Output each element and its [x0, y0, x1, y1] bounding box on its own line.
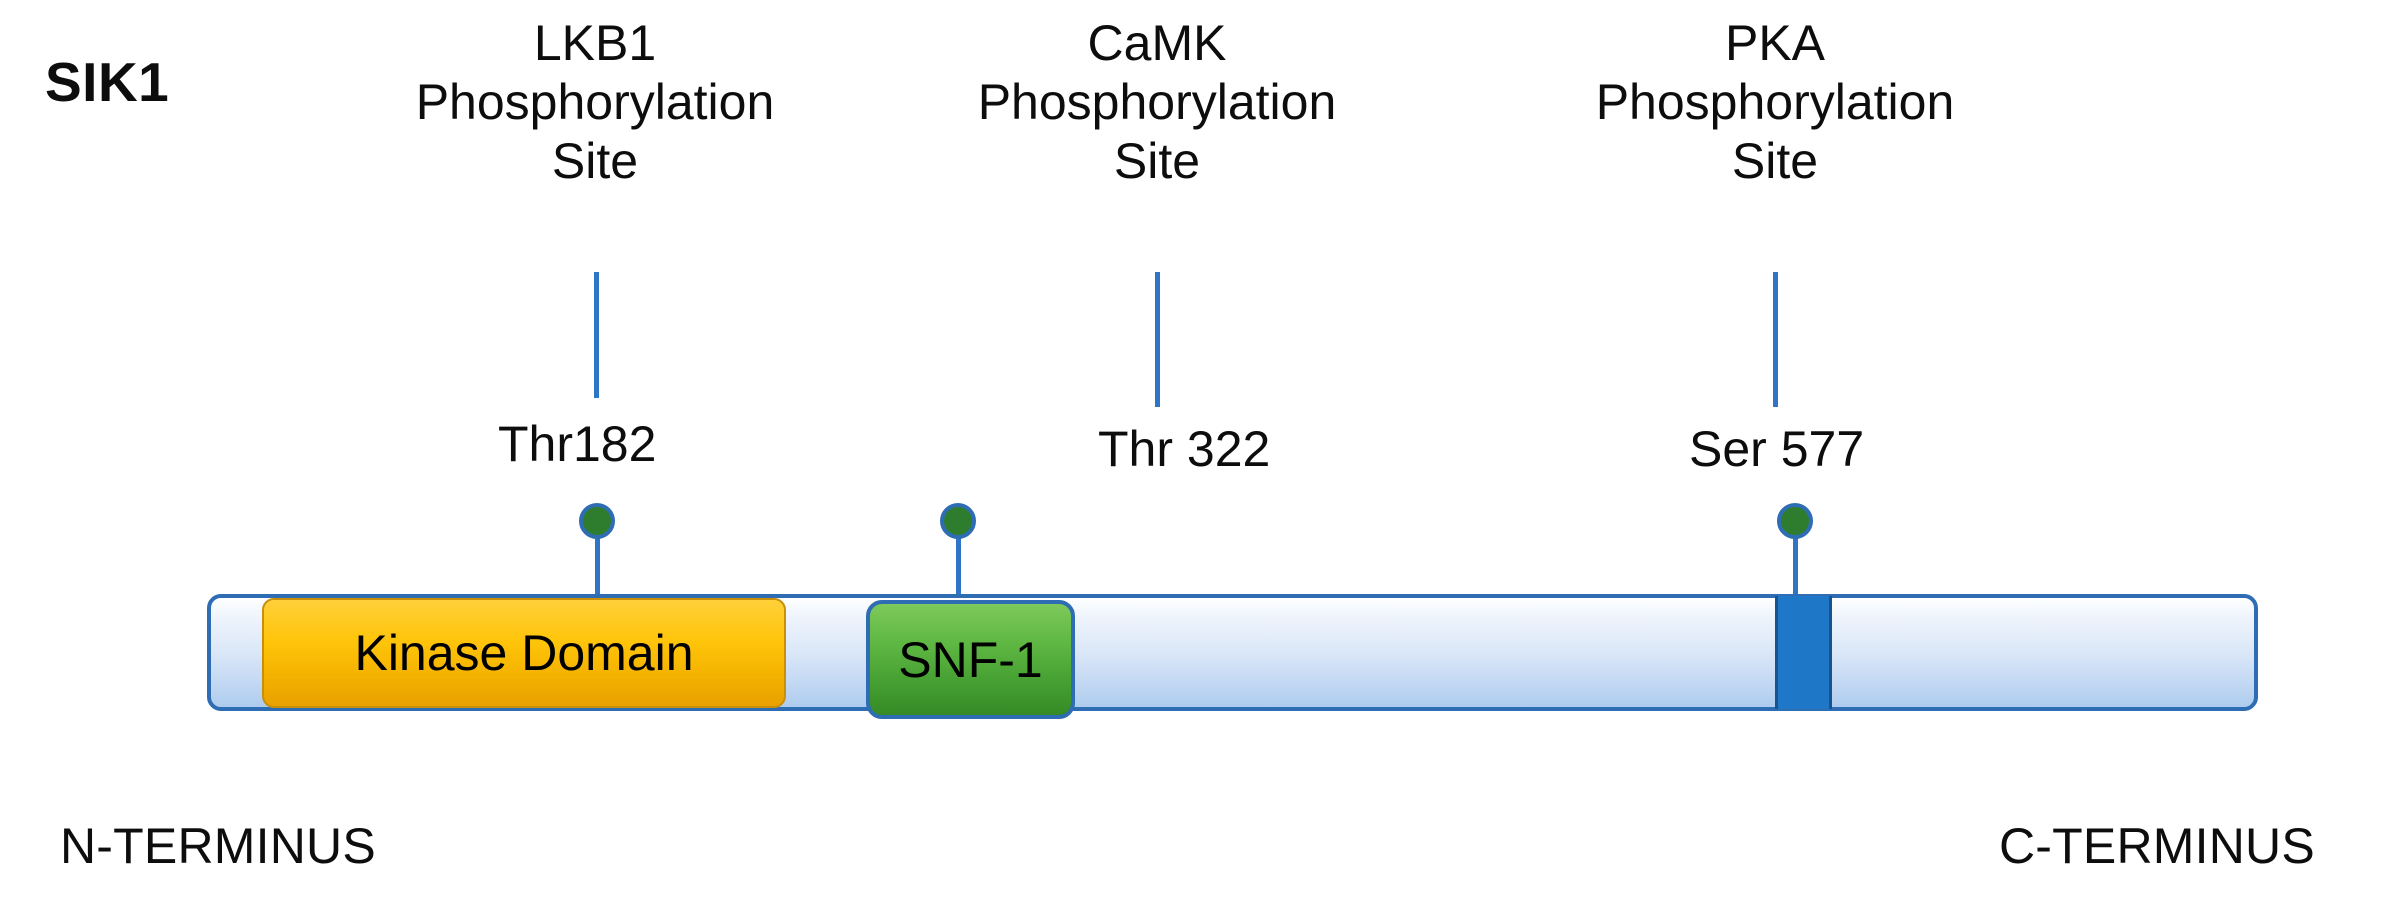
annotation-line2-pka: Phosphorylation — [1595, 74, 1955, 130]
annotation-kinase-lkb1: LKB1 — [533, 15, 657, 71]
annotation-block-camk: CaMK Phosphorylation Site — [907, 14, 1407, 191]
annotation-line2-lkb1: Phosphorylation — [415, 74, 775, 130]
annotation-kinase-camk: CaMK — [1087, 15, 1227, 71]
phospho-dot-thr182 — [579, 503, 615, 539]
annotation-block-lkb1: LKB1 Phosphorylation Site — [345, 14, 845, 191]
annotation-kinase-pka: PKA — [1724, 15, 1826, 71]
domain-snf1-label: SNF-1 — [898, 631, 1043, 688]
c-terminus-label: C-TERMINUS — [1999, 818, 2315, 874]
residue-label-thr322: Thr 322 — [1098, 421, 1271, 477]
stem-line-thr182 — [595, 535, 600, 597]
leader-line-camk — [1155, 272, 1160, 407]
domain-pka-phosphosite-band — [1775, 596, 1832, 709]
residue-label-ser577: Ser 577 — [1689, 421, 1865, 477]
domain-snf1: SNF-1 — [866, 600, 1075, 719]
n-terminus-label: N-TERMINUS — [60, 818, 376, 874]
annotation-block-pka: PKA Phosphorylation Site — [1525, 14, 2025, 191]
protein-name-label: SIK1 — [45, 51, 170, 113]
domain-kinase: Kinase Domain — [262, 598, 786, 708]
annotation-line2-camk: Phosphorylation — [977, 74, 1337, 130]
leader-line-pka — [1773, 272, 1778, 407]
leader-line-lkb1 — [594, 272, 599, 398]
stem-line-ser577 — [1793, 535, 1798, 597]
annotation-line3-pka: Site — [1731, 133, 1819, 189]
residue-label-thr182: Thr182 — [498, 416, 657, 472]
domain-kinase-label: Kinase Domain — [354, 625, 694, 681]
phospho-dot-ser577 — [1777, 503, 1813, 539]
annotation-line3-lkb1: Site — [551, 133, 639, 189]
annotation-line3-camk: Site — [1113, 133, 1201, 189]
phospho-dot-thr322 — [940, 503, 976, 539]
stem-line-thr322 — [956, 535, 961, 597]
